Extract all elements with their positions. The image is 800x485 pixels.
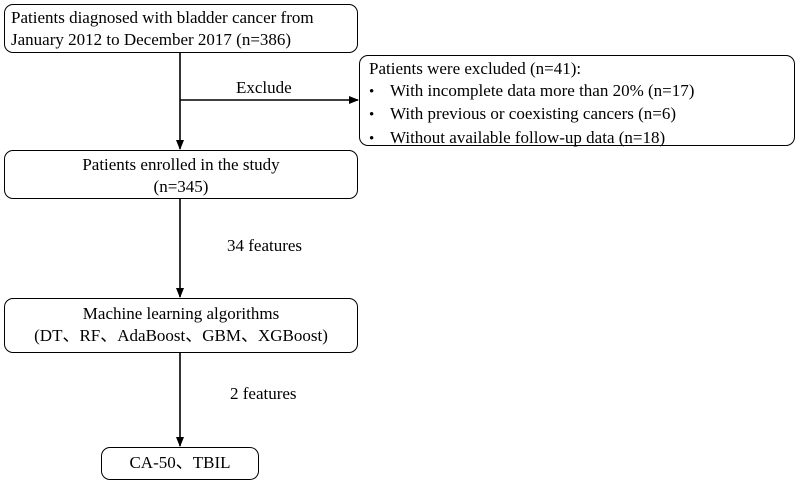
excluded-item: • With incomplete data more than 20% (n=1… xyxy=(369,80,794,104)
box-start-line1: Patients diagnosed with bladder cancer f… xyxy=(11,8,314,27)
box-selected-features: CA-50、TBIL xyxy=(101,447,259,480)
box-ml-line2: (DT、RF、AdaBoost、GBM、XGBoost) xyxy=(34,326,328,345)
bullet-marker: • xyxy=(369,107,375,123)
excluded-item: • With previous or coexisting cancers (n=… xyxy=(369,103,794,127)
excluded-item-text: With previous or coexisting cancers (n=6… xyxy=(390,104,677,123)
box-final-line1: CA-50、TBIL xyxy=(129,453,231,472)
excluded-item: • Without available follow-up data (n=18) xyxy=(369,127,794,151)
box-start-line2: January 2012 to December 2017 (n=386) xyxy=(11,30,292,49)
bullet-marker: • xyxy=(369,83,375,100)
box-enrolled-line1: Patients enrolled in the study xyxy=(82,155,280,174)
box-patients-diagnosed: Patients diagnosed with bladder cancer f… xyxy=(4,4,358,53)
excluded-item-text: With incomplete data more than 20% (n=17… xyxy=(390,80,695,100)
box-patients-enrolled: Patients enrolled in the study (n=345) xyxy=(4,150,358,199)
excluded-item-text: Without available follow-up data (n=18) xyxy=(390,127,666,147)
label-2-features: 2 features xyxy=(230,384,297,403)
box-patients-excluded: Patients were excluded (n=41): • With inc… xyxy=(359,55,795,147)
label-34-features: 34 features xyxy=(227,236,303,255)
box-enrolled-line2: (n=345) xyxy=(153,177,209,196)
bullet-marker: • xyxy=(369,130,375,147)
box-ml-line1: Machine learning algorithms xyxy=(82,304,280,323)
label-exclude: Exclude xyxy=(236,78,292,97)
box-excluded-title: Patients were excluded (n=41): xyxy=(369,59,582,78)
box-machine-learning: Machine learning algorithms (DT、RF、AdaBo… xyxy=(4,298,358,353)
